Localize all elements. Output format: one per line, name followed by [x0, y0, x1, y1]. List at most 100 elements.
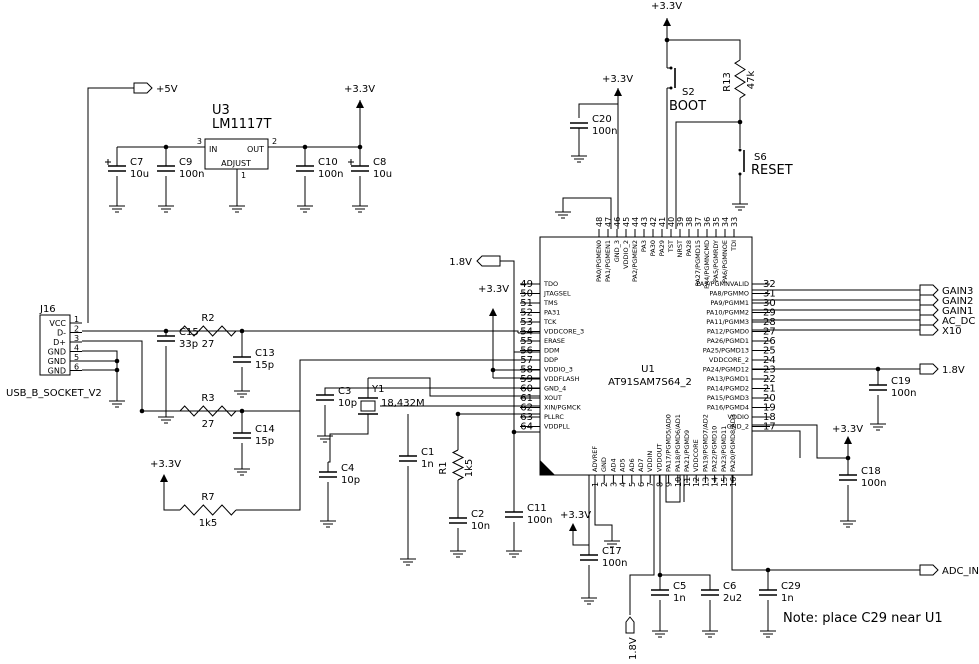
ground-symbol [506, 545, 522, 558]
ground-symbol [604, 535, 620, 548]
ground-symbol [109, 395, 125, 408]
ground-symbol [870, 418, 886, 431]
usb-pin-num: 6 [74, 363, 79, 372]
junction-dot [845, 455, 851, 461]
mcu-pin-name: VDDCORE_2 [709, 356, 749, 364]
resistor-r1: R1 1k5 [438, 449, 475, 481]
cap-ref: C2 [471, 509, 484, 520]
cap-ref: C9 [179, 157, 192, 168]
ground-symbol [229, 200, 245, 213]
res-value: 1k5 [464, 459, 475, 478]
cap-value: 10u [373, 169, 392, 180]
junction-dot [357, 144, 363, 150]
mcu-pin-name: VDDIN [646, 451, 654, 472]
mcu-pin-num: 49 [520, 279, 533, 290]
mcu-pin-num: 19 [763, 403, 776, 414]
res-ref: R2 [201, 313, 214, 324]
res-ref: R1 [438, 461, 449, 474]
net-label: 1.8V [628, 637, 639, 660]
mcu-pin-name: PA25/PGMD13 [703, 347, 749, 355]
layout-note: Note: place C29 near U1 [783, 611, 943, 626]
mcu-pin-num: 39 [676, 217, 685, 227]
mcu-pin-num: 6 [637, 482, 646, 487]
junction-dot [163, 328, 169, 334]
cap-value: 1n [781, 593, 794, 604]
res-value: 47k [746, 71, 757, 90]
mcu-pin-name: AD5 [619, 458, 627, 472]
mcu-pin-num: 25 [763, 346, 776, 357]
pin-num-in: 3 [197, 137, 202, 146]
mcu-pin-num: 62 [520, 403, 533, 414]
mcu-pin-num: 20 [763, 393, 776, 404]
cap-ref: C19 [891, 376, 911, 387]
junction-dot [139, 408, 145, 414]
mcu-pin-num: 28 [763, 317, 776, 328]
usb-pin-num: 4 [74, 344, 79, 353]
mcu-pin-num: 48 [595, 217, 604, 227]
wires [82, 18, 920, 625]
flag-1v8-vddout: 1.8V [625, 616, 639, 660]
junction-dot [163, 144, 169, 150]
mcu-pin-num: 9 [665, 482, 674, 487]
mcu-pin-num: 13 [701, 477, 710, 487]
mcu-u1: U1AT91SAM7S64_2TDO49JTAGSEL50TMS51PA3152… [520, 217, 776, 487]
rail-label: +3.3V [651, 1, 682, 12]
crystal-value: 18,432M [381, 398, 425, 409]
mcu-pin-name: VDDIO [728, 413, 750, 421]
mcu-pin-num: 24 [763, 355, 776, 366]
mcu-pin-name: PA21/PGMD9 [683, 430, 691, 472]
ground-symbol [109, 200, 125, 213]
mcu-pin-num: 34 [721, 217, 730, 227]
mcu-pin-num: 42 [649, 217, 658, 227]
mcu-pin-name: PA27/PGMD15 [694, 240, 702, 286]
pin-label-adj: ADJUST [221, 159, 251, 168]
net-label: ADC_IN [942, 566, 979, 577]
cap-value: 10p [338, 398, 357, 409]
mcu-pin-num: 51 [520, 298, 533, 309]
junction-dot [664, 37, 670, 43]
flag-1v8-core: 1.8V [449, 255, 501, 268]
mcu-pin-name: PA31 [544, 309, 560, 317]
mcu-pin-name: GND [600, 457, 608, 472]
mcu-part: AT91SAM7S64_2 [608, 377, 692, 388]
switch-ref: S2 [682, 87, 695, 98]
mcu-pin-name: AD6 [628, 458, 636, 472]
usb-pin-name: VCC [49, 319, 66, 328]
mcu-pin-name: PA23/PGMD11 [720, 426, 728, 472]
flag-adc-in: ADC_IN [919, 564, 979, 577]
mcu-pin-num: 60 [520, 384, 533, 395]
rail-label: +3.3V [560, 510, 591, 521]
mcu-pin-name: PA6/PGMNOE [721, 240, 729, 283]
mcu-pin-num: 53 [520, 317, 533, 328]
cap-value: 100n [179, 169, 204, 180]
mcu-pin-name: PA2/PGMEN2 [631, 240, 639, 282]
mcu-pin-num: 16 [729, 477, 738, 487]
flag-gain3: GAIN3 [919, 284, 973, 297]
net-label: 1.8V [449, 257, 472, 268]
cap-value: 10u [130, 169, 149, 180]
usb-pin-name: D+ [53, 338, 66, 347]
cap-ref: C10 [318, 157, 338, 168]
cap-ref: C4 [341, 463, 354, 474]
mcu-pin-name: PA1/PGMEN1 [604, 240, 612, 282]
mcu-pin-name: TDI [730, 240, 738, 252]
mcu-pin-num: 37 [694, 217, 703, 227]
mcu-ref: U1 [641, 364, 655, 375]
cap-value: 15p [255, 360, 274, 371]
mcu-pin-num: 26 [763, 336, 776, 347]
mcu-pin-name: VDDIO_3 [544, 366, 573, 374]
mcu-pin-name: PA11/PGMM3 [706, 318, 749, 326]
mcu-pin-num: 5 [628, 482, 637, 487]
junction-dot [114, 358, 120, 364]
mcu-pin-num: 55 [520, 336, 533, 347]
ground-symbol [158, 200, 174, 213]
flag-x10: X10 [919, 324, 962, 337]
mcu-pin-name: PA24/PGMD12 [703, 366, 749, 374]
